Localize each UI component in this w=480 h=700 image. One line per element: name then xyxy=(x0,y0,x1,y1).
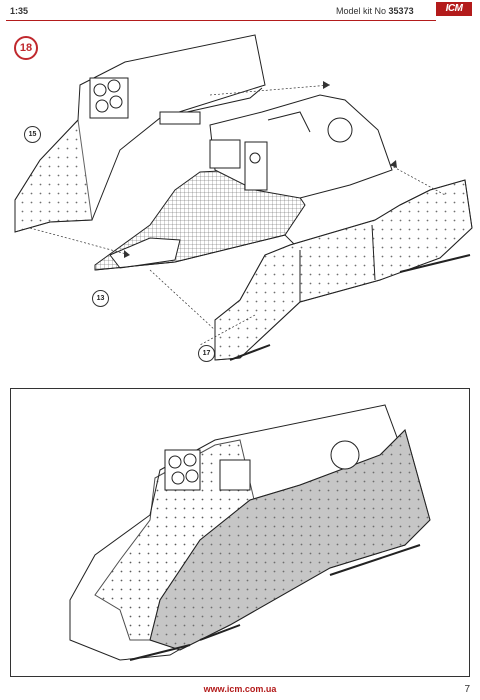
callout-part-13: 13 xyxy=(92,290,109,307)
header-rule xyxy=(6,20,436,21)
page-number: 7 xyxy=(464,684,470,695)
callout-part-17: 17 xyxy=(198,345,215,362)
callout-part-15: 15 xyxy=(24,126,41,143)
step-number-badge: 18 xyxy=(14,36,38,60)
assembled-vehicle-view xyxy=(69,404,431,661)
assembled-view-frame xyxy=(10,388,470,677)
icm-logo: ICM xyxy=(436,2,472,16)
kit-number: Model kit No 35373 xyxy=(336,6,414,16)
assembly-guide-lines xyxy=(29,84,446,346)
arrow-heads xyxy=(124,81,397,258)
left-side-panel xyxy=(14,34,266,233)
fighting-compartment xyxy=(209,94,393,199)
right-side-panel xyxy=(214,179,473,361)
page-header: 1:35 Model kit No 35373 ICM xyxy=(0,0,480,22)
scale-label: 1:35 xyxy=(10,6,29,16)
footer-url[interactable]: www.icm.com.ua xyxy=(203,684,277,694)
